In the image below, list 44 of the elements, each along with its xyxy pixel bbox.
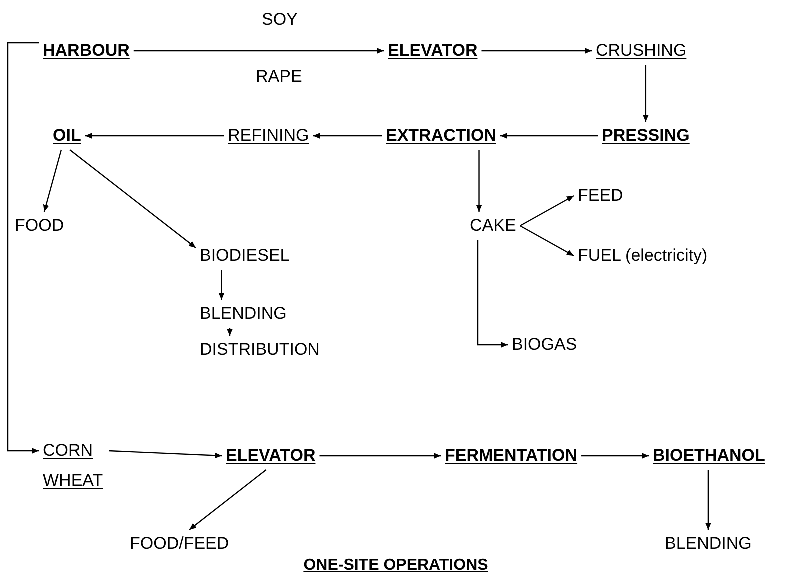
step-label: CAKE <box>470 216 516 236</box>
caption: ONE-SITE OPERATIONS <box>302 556 490 576</box>
step-label: OIL <box>53 126 82 146</box>
step-label: EXTRACTION <box>386 126 496 146</box>
crop-label: SOY <box>262 10 298 30</box>
arrow <box>520 195 574 227</box>
arrow <box>134 48 384 54</box>
step-label: BIODIESEL <box>200 246 290 266</box>
step-label: PRESSING <box>602 126 690 146</box>
arrow <box>7 42 39 454</box>
step-label: FOOD/FEED <box>130 534 230 554</box>
step-label: BLENDING <box>200 304 287 324</box>
arrow <box>642 65 649 122</box>
step-label: CORN WHEAT <box>43 436 105 496</box>
arrow <box>320 453 441 459</box>
arrow <box>43 150 62 212</box>
step-label: FUEL (electricity) <box>578 246 708 266</box>
arrow <box>705 470 712 530</box>
arrow <box>313 133 382 139</box>
arrow <box>476 150 482 212</box>
step-label: BIOETHANOL <box>653 446 766 466</box>
step-label: FERMENTATION <box>445 446 578 466</box>
crop-label: RAPE <box>256 67 302 87</box>
arrow <box>85 133 224 139</box>
arrow <box>520 225 574 257</box>
arrow <box>108 450 222 459</box>
arrow <box>189 470 267 530</box>
arrow <box>227 328 233 336</box>
step-label: ELEVATOR <box>388 41 478 61</box>
step-label: DISTRIBUTION <box>200 340 320 360</box>
step-label: HARBOUR <box>43 41 130 61</box>
step-label: FEED <box>578 186 624 206</box>
arrow <box>218 270 225 300</box>
step-label: FOOD <box>15 216 64 236</box>
arrow <box>477 240 508 348</box>
step-label: CRUSHING <box>596 41 687 61</box>
arrow <box>482 48 592 54</box>
step-label: REFINING <box>228 126 310 146</box>
step-label: BIOGAS <box>512 335 578 355</box>
step-label: BLENDING <box>665 534 752 554</box>
arrow <box>500 133 598 139</box>
arrow <box>70 150 196 248</box>
arrow <box>582 453 649 459</box>
step-label: ELEVATOR <box>226 446 316 466</box>
